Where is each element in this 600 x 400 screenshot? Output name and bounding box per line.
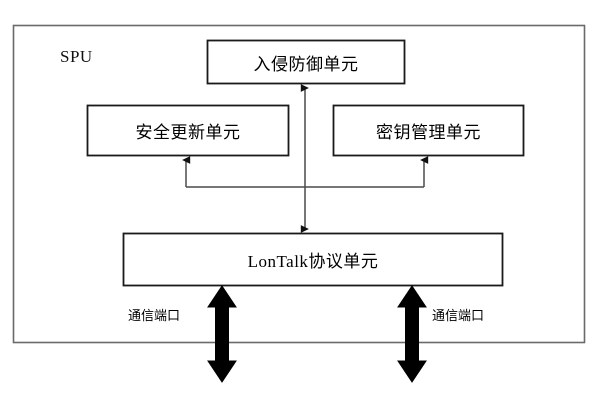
port-right-arrow [397, 285, 427, 383]
block-key-management-box [332, 104, 525, 157]
block-secure-update-box [86, 104, 290, 157]
block-ips-box [206, 39, 406, 85]
port-left-arrow [207, 285, 237, 383]
spu-title-label: SPU [60, 47, 93, 66]
port-left-label: 通信端口 [128, 308, 181, 323]
block-lontalk-box [122, 232, 504, 287]
port-right-label: 通信端口 [432, 308, 485, 323]
